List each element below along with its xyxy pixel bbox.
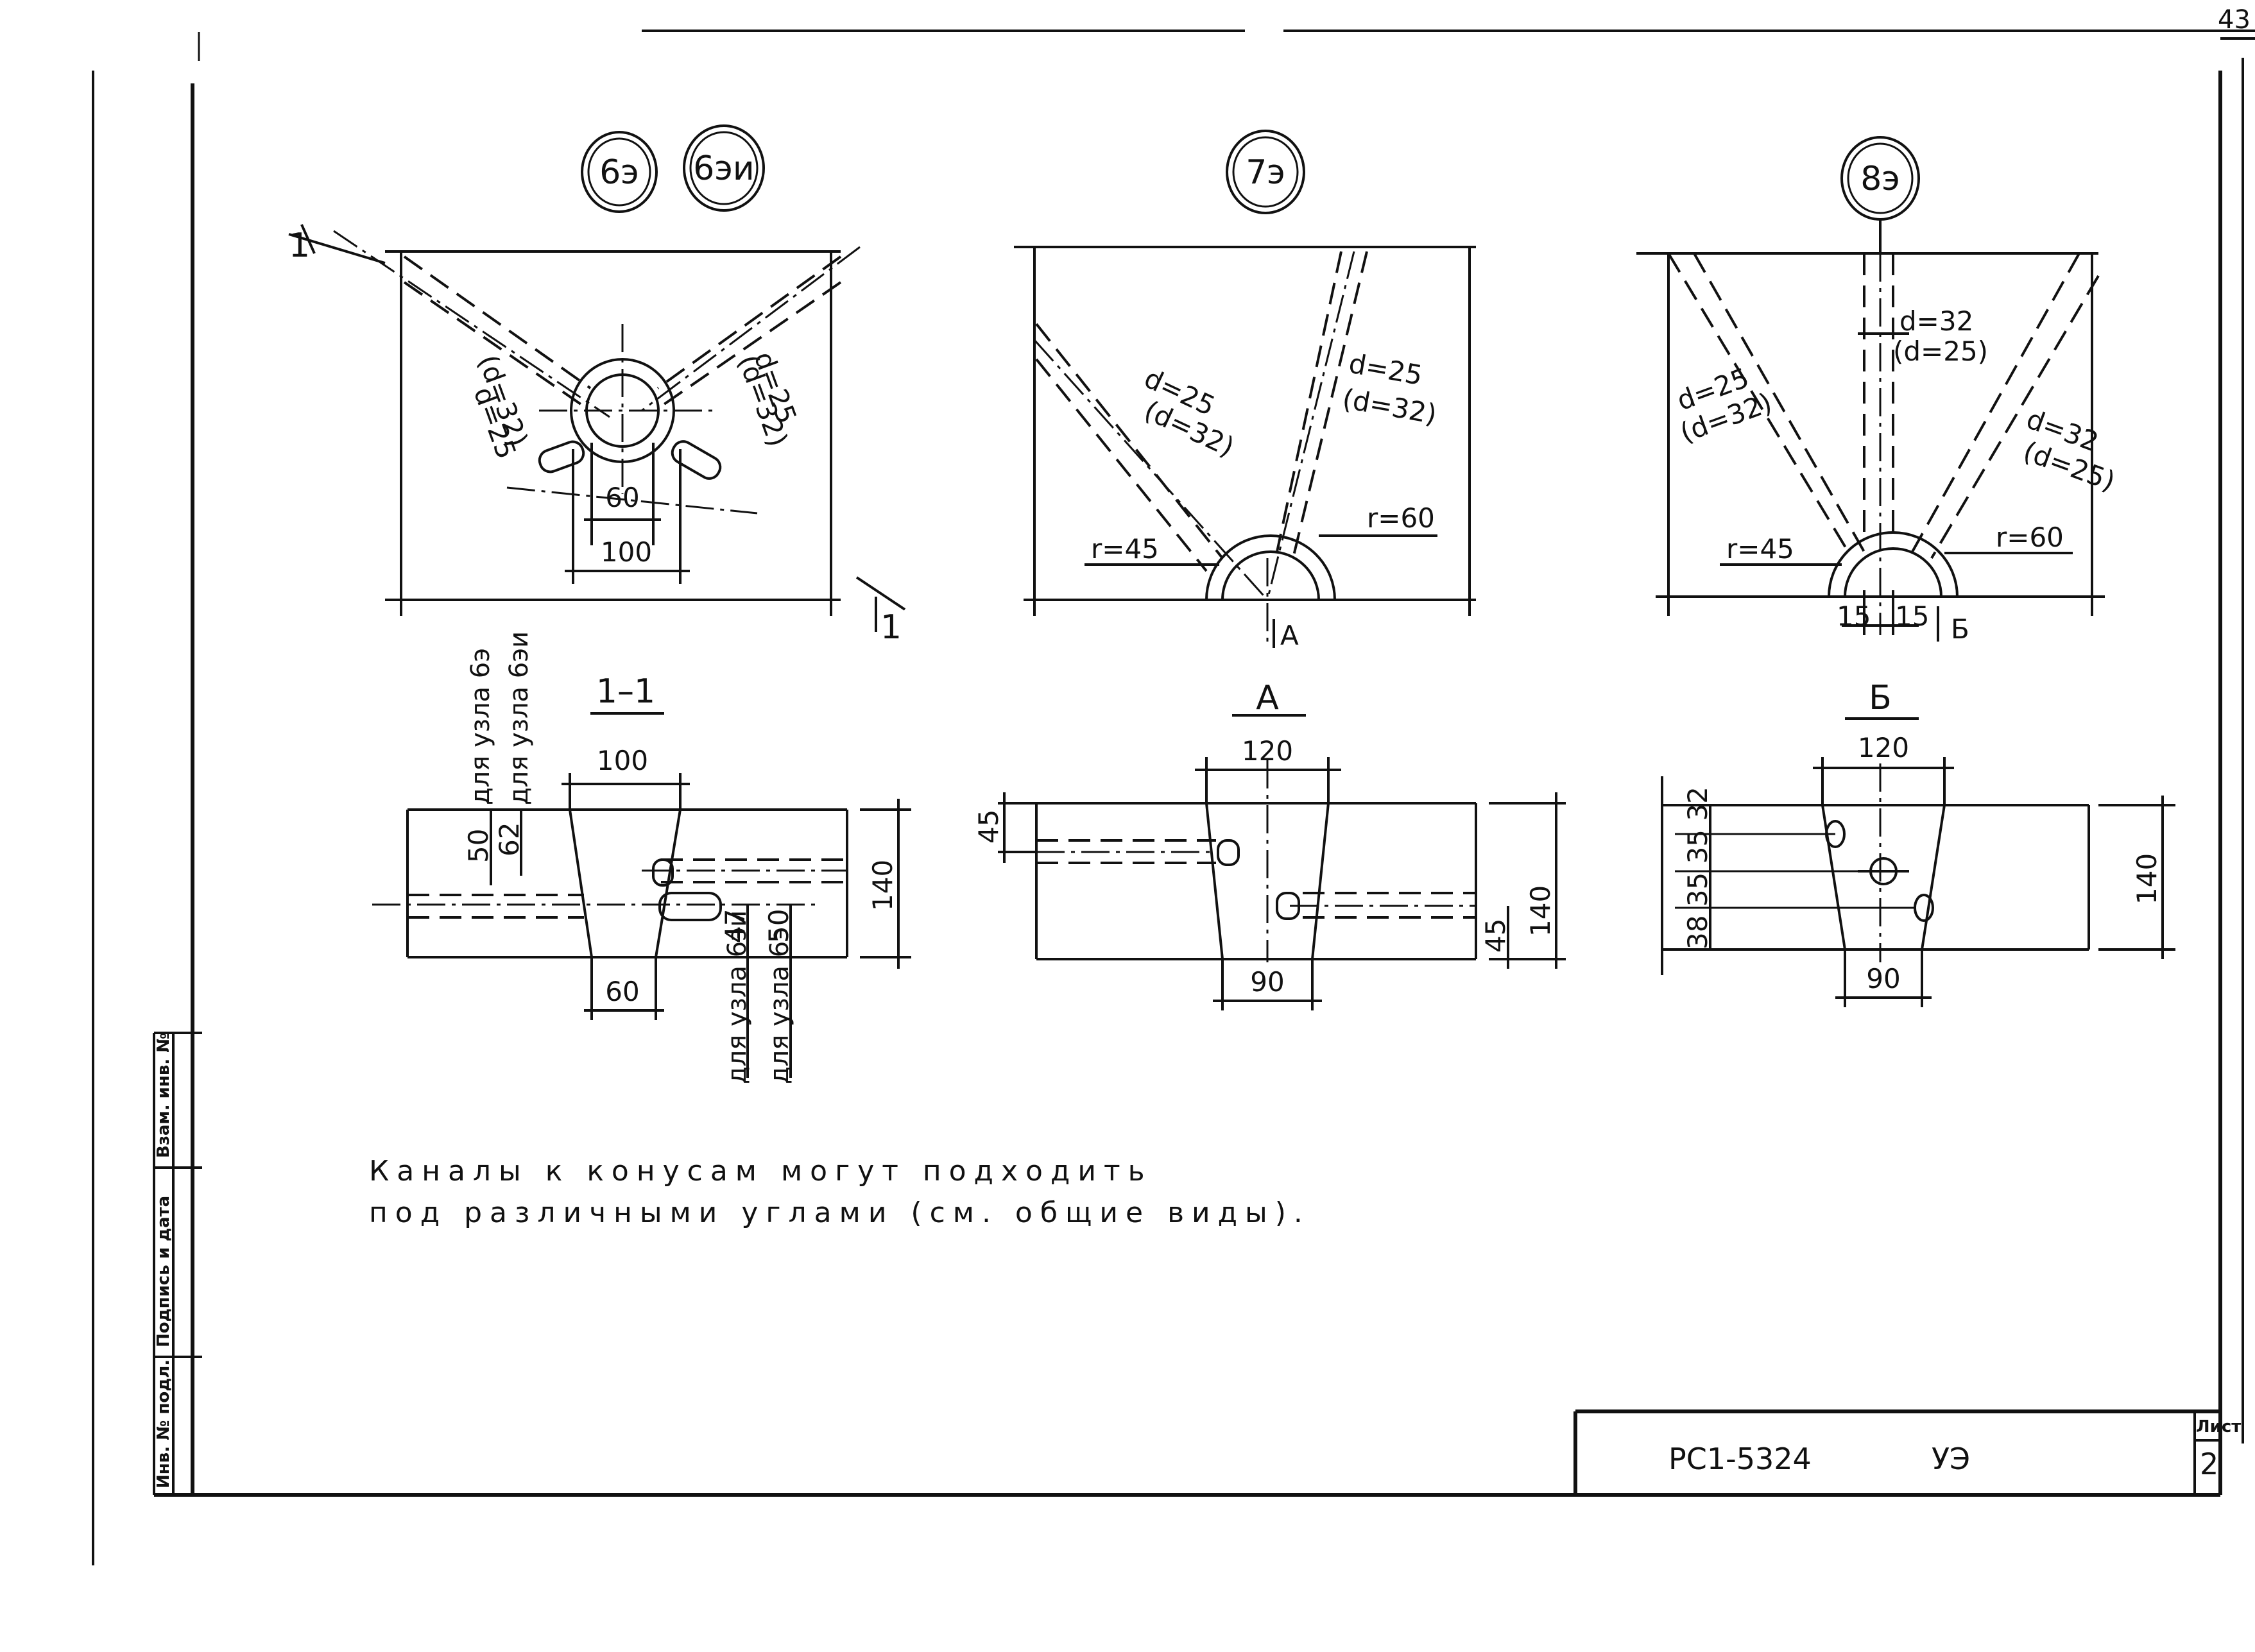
svg-text:120: 120 [1858,732,1909,763]
svg-text:А: А [1280,620,1299,651]
svg-text:(d=32): (d=32) [1340,383,1439,430]
view-a: А 120 90 45 140 45 [973,679,1566,1010]
svg-text:100: 100 [601,536,652,568]
svg-text:120: 120 [1242,735,1293,767]
side-stamp-inv-orig: Инв. № подл. [154,1359,173,1488]
svg-text:50: 50 [463,829,494,863]
corner-page-number: 43 [2218,5,2251,35]
svg-text:140: 140 [2131,853,2163,905]
drawing-frame [92,30,2255,1565]
svg-text:60: 60 [605,482,639,513]
svg-text:38 35 35 32: 38 35 35 32 [1682,787,1713,949]
item-code: УЭ [1932,1442,1970,1476]
plan-view-7e: А r=45 r=60 d=25 (d=32) d=25 (d=32) [1014,246,1476,651]
svg-text:60: 60 [605,976,639,1007]
node-marker-8e: 8э [1840,136,1920,253]
node-marker-7e: 7э [1226,130,1305,214]
svg-text:для узла 6эи: для узла 6эи [723,910,752,1084]
sheet-number: 2 [2200,1447,2218,1481]
svg-text:для узла 6э: для узла 6э [765,927,794,1084]
svg-text:для узла 6э: для узла 6э [466,648,495,805]
svg-text:1: 1 [880,608,902,647]
svg-text:r=45: r=45 [1726,533,1794,565]
doc-code: РС1-5324 [1668,1442,1812,1476]
svg-text:62: 62 [493,822,525,856]
note-line-1: Каналы к конусам могут подходить [369,1155,1153,1188]
svg-text:100: 100 [597,745,648,776]
svg-text:для узла 6эи: для узла 6эи [504,631,534,805]
side-stamp-replaced-inv: Взам. инв. № [154,1033,173,1159]
side-stamp: Взам. инв. № Подпись и дата Инв. № подл. [153,1032,202,1495]
svg-text:15: 15 [1837,600,1871,632]
view-b: Б 120 90 140 38 35 35 32 [1661,679,2175,1007]
node-marker-6ei: 6эи [683,124,765,212]
view-a-title: А [1256,679,1279,717]
view-b-title: Б [1869,679,1892,717]
svg-text:45: 45 [973,810,1004,844]
node-marker-6e: 6э [581,131,658,213]
svg-text:r=45: r=45 [1091,533,1159,565]
section-1-1: 1–1 100 60 140 50 62 для узла 6 [372,631,911,1084]
svg-text:d=32: d=32 [1899,305,1973,337]
svg-text:r=60: r=60 [1367,502,1435,534]
svg-text:8э: 8э [1860,160,1900,198]
svg-text:Б: Б [1951,613,1969,645]
svg-text:45: 45 [1480,919,1511,953]
svg-text:140: 140 [1525,885,1556,937]
svg-text:15: 15 [1895,600,1929,632]
svg-text:50: 50 [763,909,794,943]
svg-text:90: 90 [1866,963,1900,994]
section-1-1-title: 1–1 [596,672,655,711]
svg-text:(d=25): (d=25) [1893,336,1988,367]
svg-text:6эи: 6эи [693,149,754,188]
svg-text:140: 140 [867,860,898,911]
svg-text:r=60: r=60 [1996,522,2064,553]
svg-text:1: 1 [289,226,310,265]
note-line-2: под различными углами (см. общие виды). [369,1196,1310,1229]
svg-text:90: 90 [1250,966,1284,998]
title-block: РС1-5324 УЭ Лист 2 [1573,1409,2241,1495]
sheet-label: Лист [2196,1417,2241,1436]
svg-text:7э: 7э [1246,153,1285,192]
side-stamp-sign-date: Подпись и дата [154,1196,173,1347]
plan-view-6e: 1 1 60 100 d=25 (d=32) d=25 (d=32) [288,224,906,647]
svg-text:47: 47 [719,909,751,943]
plan-view-8e: 15 15 Б r=45 r=60 d=32 (d=25) d=25 (d=32… [1636,252,2119,645]
svg-text:6э: 6э [599,153,639,192]
